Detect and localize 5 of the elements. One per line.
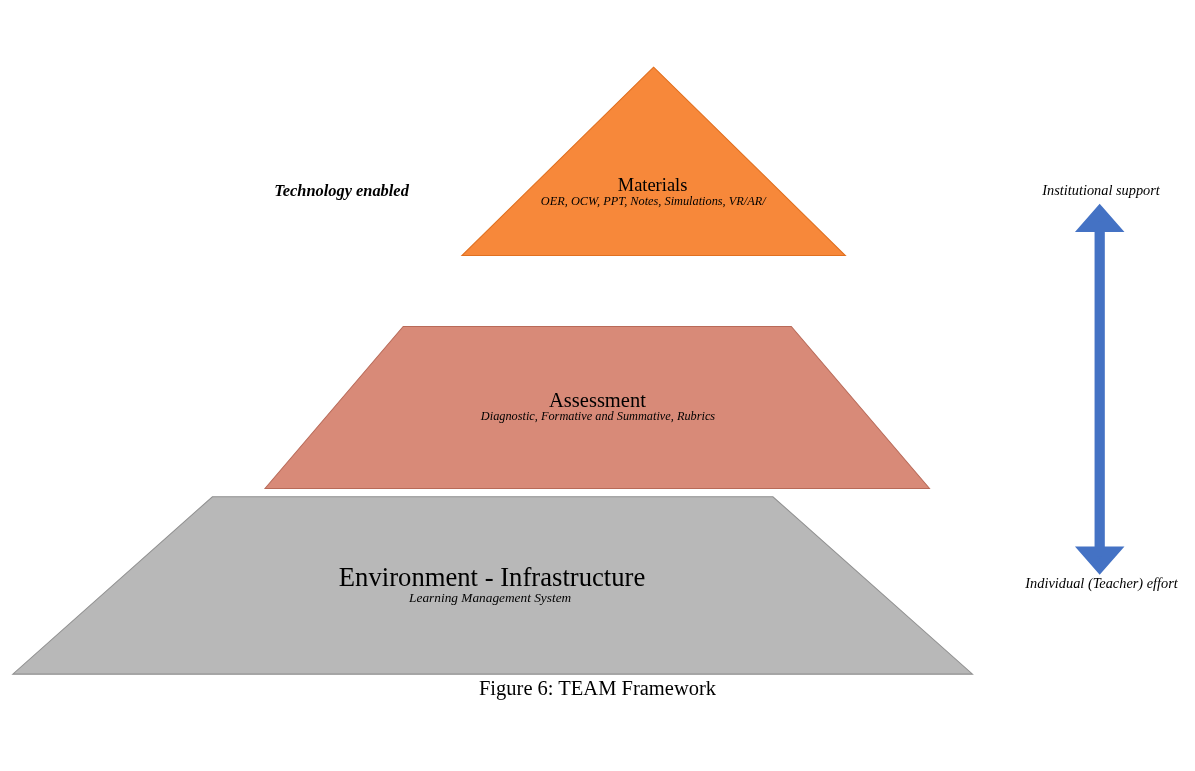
label: Technology enabled — [274, 180, 409, 200]
arrow — [1074, 203, 1125, 575]
caption: Figure 6: TEAM Framework — [478, 676, 717, 699]
node-text: Institutional support — [1042, 181, 1160, 198]
node-text: Individual (Teacher) effort — [1025, 574, 1178, 591]
